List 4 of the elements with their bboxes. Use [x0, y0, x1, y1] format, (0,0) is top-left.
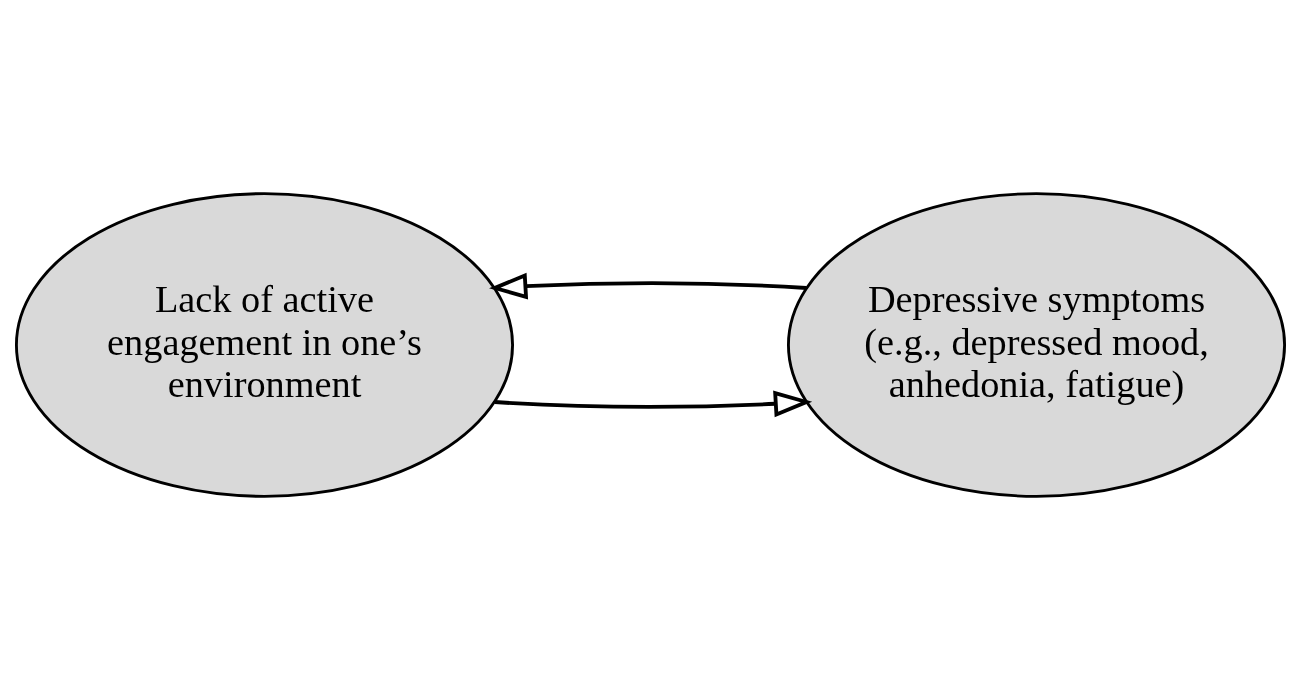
arrow — [494, 389, 813, 417]
node-ellipse: Depressive symptoms (e.g., depressed mood, anhedonia, fatigue) — [787, 191, 1286, 498]
node-ellipse: Lack of active engagement in one’s environment — [15, 191, 514, 498]
arrow — [489, 272, 807, 300]
